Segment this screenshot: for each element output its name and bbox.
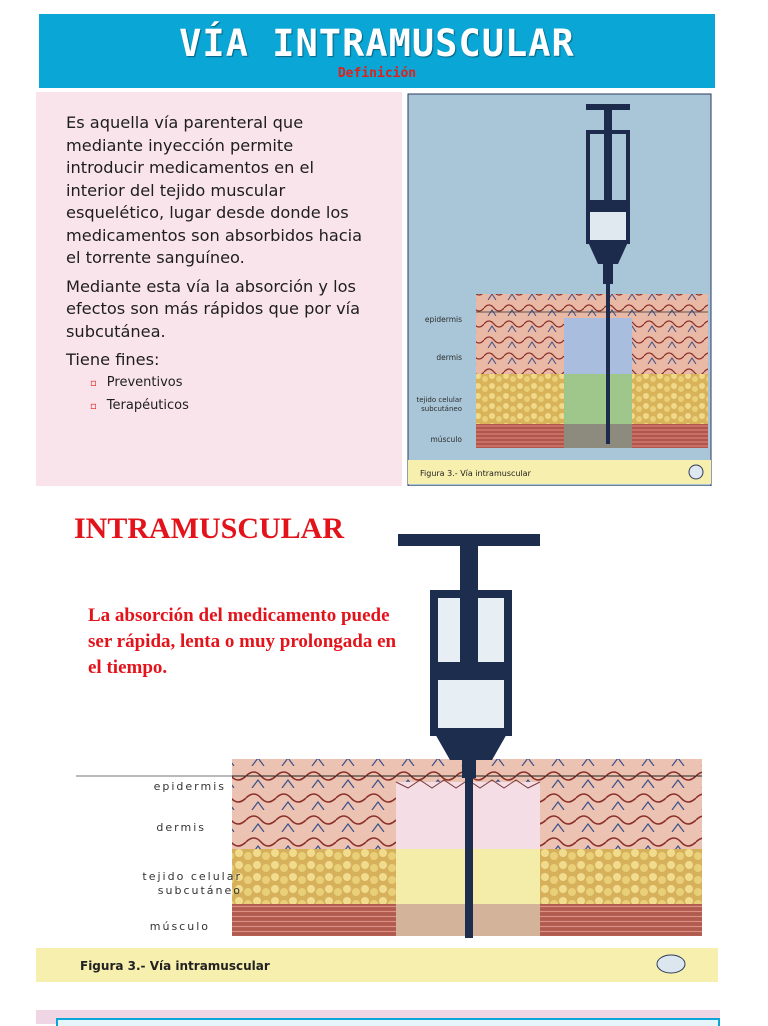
subcutaneous-label-large-2: subcutáneo	[158, 884, 242, 897]
subcutaneous-label-large: tejido celular	[142, 870, 242, 883]
slide-2-title: INTRAMUSCULAR	[74, 512, 345, 545]
syringe-large-icon	[398, 534, 540, 938]
slide-2-description: La absorción del medicamento puede ser r…	[88, 605, 397, 678]
intramuscular-large-figure: epidermis dermis tejido celular subcután…	[36, 534, 718, 982]
slide-header: VÍA INTRAMUSCULAR Definición	[39, 14, 715, 88]
logo-icon	[688, 464, 704, 480]
muscle-label: músculo	[430, 435, 462, 444]
dermis-label: dermis	[436, 353, 462, 362]
figure-caption: Figura 3.- Vía intramuscular	[420, 469, 532, 478]
figure-caption-large: Figura 3.- Vía intramuscular	[80, 959, 270, 973]
logo-icon	[656, 954, 686, 974]
definition-panel: Es aquella vía parenteral que mediante i…	[36, 92, 402, 486]
list-item: Terapéuticos	[90, 395, 376, 418]
slide-subtitle: Definición	[337, 66, 417, 81]
syringe-icon	[586, 104, 630, 444]
list-item: Preventivos	[90, 372, 376, 395]
slide-3-frame	[56, 1018, 720, 1026]
absorption-paragraph: Mediante esta vía la absorción y los efe…	[66, 276, 361, 341]
epidermis-label: epidermis	[425, 315, 462, 324]
slide-1: VÍA INTRAMUSCULAR Definición Es aquella …	[36, 12, 717, 486]
subcutaneous-label-2: subcutáneo	[421, 405, 462, 413]
epidermis-label-large: epidermis	[154, 780, 226, 793]
purposes-list: Preventivos Terapéuticos	[66, 372, 376, 418]
slide-title: VÍA INTRAMUSCULAR	[179, 22, 575, 65]
muscle-label-large: músculo	[150, 920, 210, 933]
skin-layers	[476, 294, 708, 448]
definition-text: Es aquella vía parenteral que mediante i…	[66, 112, 376, 418]
purposes-heading: Tiene fines:	[66, 350, 160, 369]
dermis-label-large: dermis	[156, 821, 206, 834]
definition-paragraph: Es aquella vía parenteral que mediante i…	[66, 113, 363, 267]
intramuscular-injection-figure: epidermis dermis tejido celular subcután…	[404, 92, 715, 486]
subcutaneous-label: tejido celular	[416, 396, 462, 404]
